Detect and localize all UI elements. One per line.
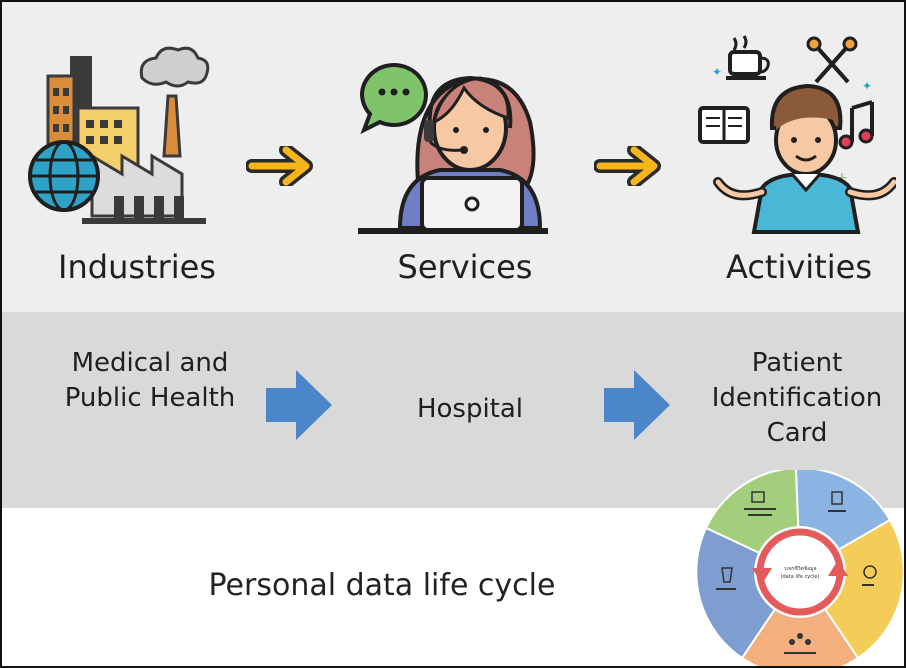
personal-data-life-cycle-title: Personal data life cycle bbox=[208, 568, 556, 603]
yellow-arrow-icon-1 bbox=[246, 146, 313, 186]
cycle-center-text: วงจรชีวิตข้อมูล bbox=[783, 565, 816, 572]
data-life-cycle-wheel: วงจรชีวิตข้อมูล (data life cycle) bbox=[695, 470, 904, 666]
hobbies-person-icon: ✦ + ✦ bbox=[698, 35, 896, 234]
yellow-arrow-icon-2 bbox=[594, 146, 661, 186]
label-activities: Activities bbox=[726, 248, 872, 286]
svg-text:✦: ✦ bbox=[712, 65, 722, 79]
label-industries: Industries bbox=[58, 248, 216, 286]
blue-arrow-icon-2 bbox=[604, 370, 670, 440]
label-medical-public-health: Medical and Public Health bbox=[64, 348, 236, 413]
middle-row bbox=[2, 312, 904, 508]
label-patient-identification-card: Patient Identification Card bbox=[711, 348, 883, 448]
customer-service-icon bbox=[358, 63, 548, 234]
label-services: Services bbox=[397, 248, 533, 286]
svg-text:+: + bbox=[836, 170, 848, 186]
svg-text:✦: ✦ bbox=[862, 79, 872, 93]
label-hospital: Hospital bbox=[416, 394, 524, 424]
factory-icon bbox=[28, 46, 210, 224]
svg-text:(data life cycle): (data life cycle) bbox=[781, 574, 820, 580]
blue-arrow-icon-1 bbox=[266, 370, 332, 440]
